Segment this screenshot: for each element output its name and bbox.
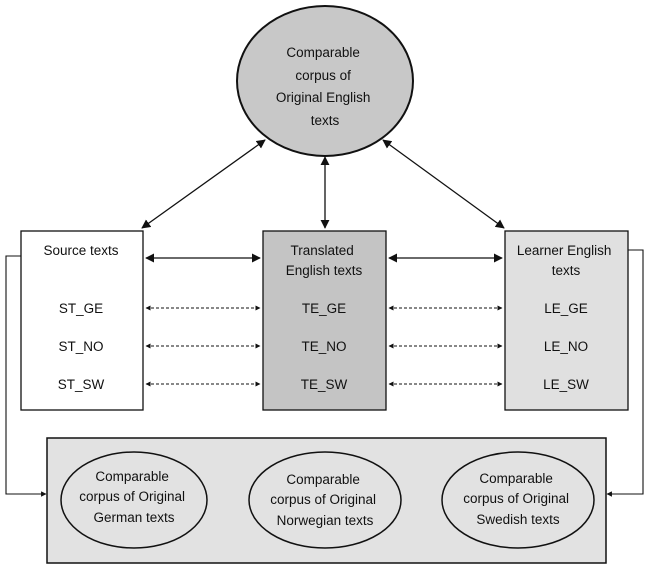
norwegian-line-3: Norwegian texts (277, 513, 374, 528)
original-english-corpus-label: Comparable corpus of Original English te… (276, 45, 374, 128)
learner-item-no: LE_NO (544, 339, 588, 354)
learner-title-line-1: Learner English (517, 243, 612, 258)
norwegian-line-2: corpus of Original (270, 492, 376, 507)
top-line-2: corpus of (295, 68, 351, 83)
original-english-corpus-ellipse (236, 5, 414, 157)
norwegian-line-1: Comparable (286, 472, 360, 487)
norwegian-corpus-label: Comparable corpus of Original Norwegian … (270, 472, 380, 528)
swedish-line-3: Swedish texts (476, 512, 560, 527)
swedish-corpus-ellipse (441, 451, 595, 549)
translated-item-sw: TE_SW (301, 377, 348, 392)
german-line-2: corpus of Original (79, 489, 185, 504)
source-item-no: ST_NO (58, 339, 103, 354)
translated-texts-box (262, 230, 387, 411)
swedish-line-1: Comparable (479, 471, 553, 486)
german-corpus-ellipse (60, 451, 208, 549)
translated-title-line-2: English texts (286, 263, 363, 278)
top-line-3: Original English (276, 90, 371, 105)
connector-learner-to-bottom (606, 249, 644, 497)
learner-texts-box (504, 230, 629, 411)
learner-item-ge: LE_GE (544, 301, 588, 316)
connector-source-to-bottom (5, 255, 47, 497)
arrow-top-to-source (141, 139, 266, 229)
source-texts-box (20, 230, 144, 411)
german-line-3: German texts (93, 510, 174, 525)
learner-texts-title: Learner English texts (517, 243, 615, 278)
swedish-corpus-label: Comparable corpus of Original Swedish te… (463, 471, 573, 527)
translated-texts-title: Translated English texts (286, 243, 363, 278)
translated-item-no: TE_NO (301, 339, 346, 354)
top-line-4: texts (311, 113, 340, 128)
arrow-top-to-learner (382, 139, 505, 229)
norwegian-corpus-ellipse (248, 451, 402, 549)
german-corpus-label: Comparable corpus of Original German tex… (79, 469, 189, 525)
learner-title-line-2: texts (552, 263, 581, 278)
source-item-sw: ST_SW (58, 377, 105, 392)
top-line-1: Comparable (286, 45, 360, 60)
swedish-line-2: corpus of Original (463, 491, 569, 506)
translated-title-line-1: Translated (290, 243, 353, 258)
learner-item-sw: LE_SW (543, 377, 589, 392)
german-line-1: Comparable (95, 469, 169, 484)
source-item-ge: ST_GE (59, 301, 103, 316)
source-texts-title: Source texts (43, 243, 118, 258)
translated-item-ge: TE_GE (302, 301, 346, 316)
